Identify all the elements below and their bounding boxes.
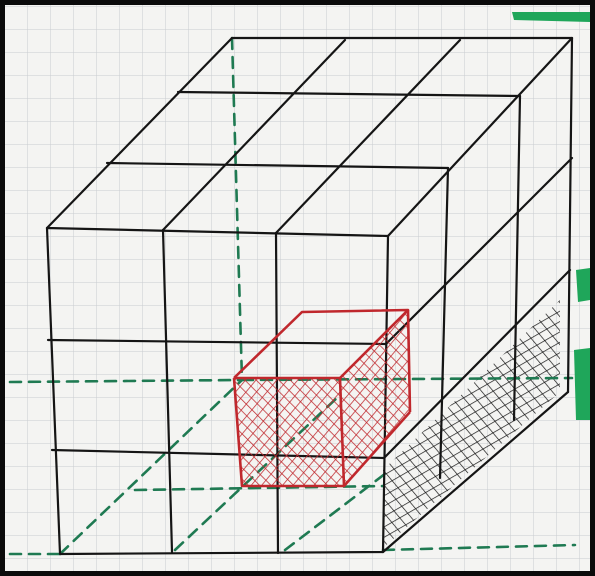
sticky-note-mid [576,268,590,302]
sticky-note-bottom [574,348,590,420]
sticky-note-top [512,12,590,22]
highlighted-subcube [232,308,412,488]
hidden-edges [8,36,577,556]
